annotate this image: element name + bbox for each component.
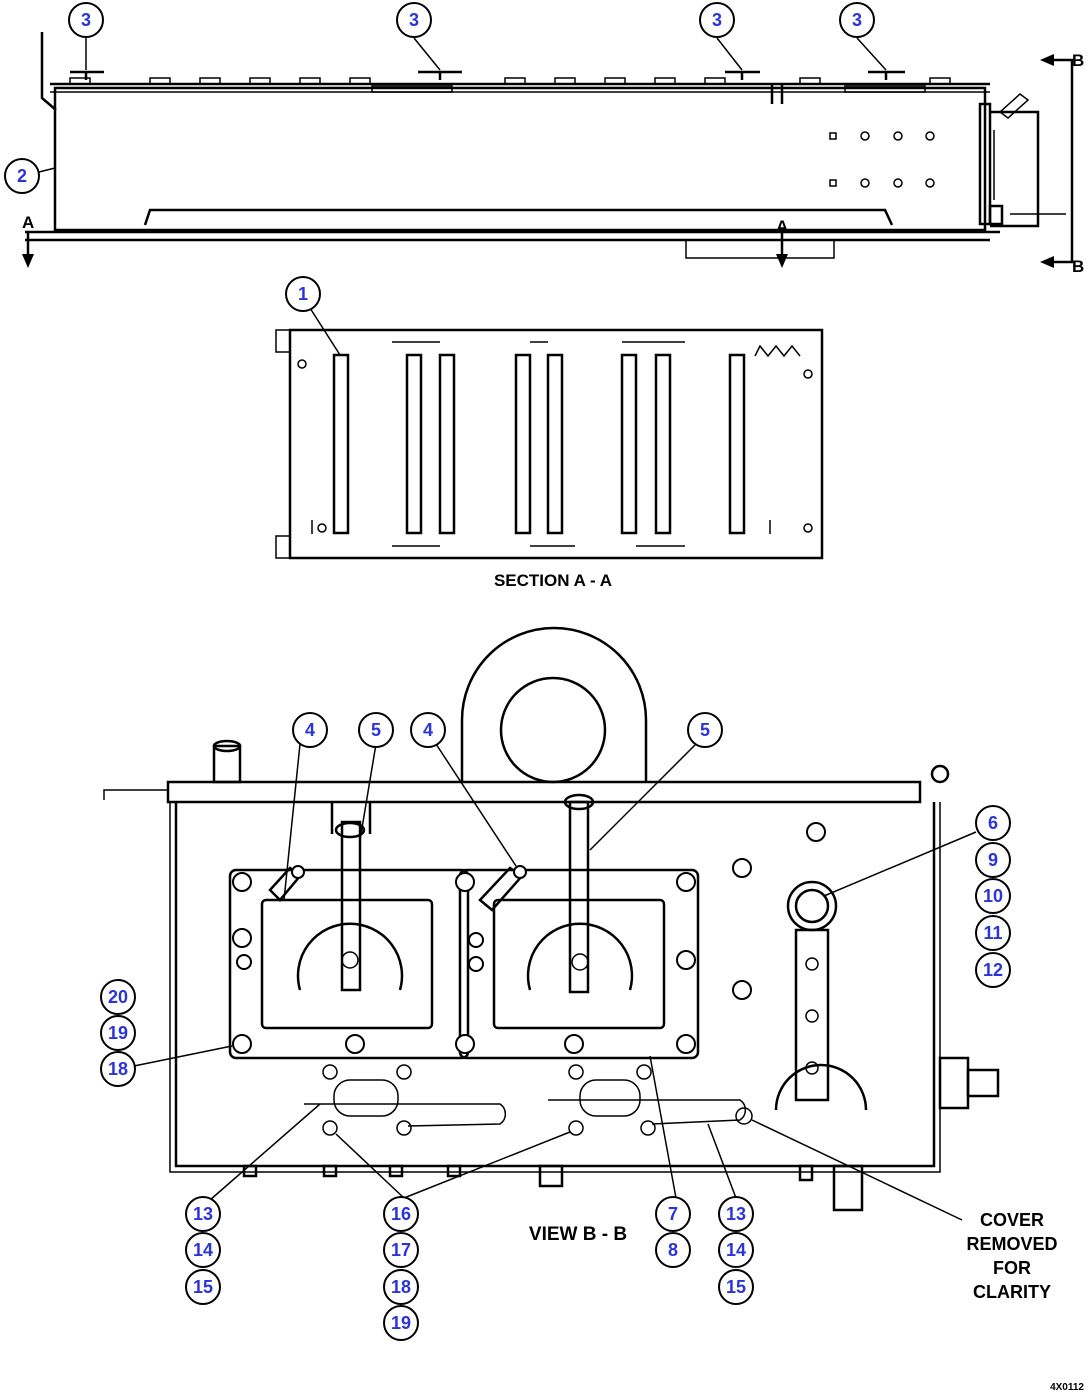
callouts: 3 3 3 3 2 1 4 5 4 5 6 9 10 11 12 20 19 1… bbox=[4, 2, 1011, 1341]
callout-7: 7 bbox=[655, 1196, 691, 1232]
section-a-a: SECTION A - A bbox=[275, 328, 824, 590]
callout-10: 10 bbox=[975, 878, 1011, 914]
svg-text:5: 5 bbox=[700, 720, 710, 740]
callout-2: 2 bbox=[4, 158, 40, 194]
view-b-b: VIEW B - B COVER REMOVED FOR CLARITY 4X0… bbox=[103, 626, 1084, 1393]
callout-8: 8 bbox=[655, 1232, 691, 1268]
callout-19: 19 bbox=[383, 1305, 419, 1341]
svg-text:20: 20 bbox=[108, 987, 128, 1007]
svg-text:14: 14 bbox=[726, 1240, 746, 1260]
view-b-b-title: VIEW B - B bbox=[529, 1224, 627, 1245]
section-marker-a-left: A bbox=[22, 213, 34, 232]
svg-text:6: 6 bbox=[988, 813, 998, 833]
callout-3: 3 bbox=[68, 2, 104, 38]
svg-text:11: 11 bbox=[983, 923, 1002, 943]
svg-text:19: 19 bbox=[108, 1023, 128, 1043]
svg-text:2: 2 bbox=[17, 166, 27, 186]
cover-note: COVER REMOVED FOR CLARITY bbox=[966, 1210, 1057, 1302]
figure-id: 4X0112 bbox=[1050, 1382, 1084, 1393]
svg-text:10: 10 bbox=[983, 886, 1003, 906]
callout-14: 14 bbox=[718, 1232, 754, 1268]
callout-13: 13 bbox=[185, 1196, 221, 1232]
callout-9: 9 bbox=[975, 842, 1011, 878]
section-a-a-title: SECTION A - A bbox=[494, 571, 612, 590]
svg-text:3: 3 bbox=[712, 10, 722, 30]
callout-18: 18 bbox=[100, 1051, 136, 1087]
cover-note-line: REMOVED bbox=[966, 1234, 1057, 1254]
svg-text:8: 8 bbox=[668, 1240, 678, 1260]
callout-5: 5 bbox=[358, 712, 394, 748]
svg-text:17: 17 bbox=[391, 1240, 411, 1260]
section-marker-b-bottom: B bbox=[1072, 257, 1084, 276]
callout-13: 13 bbox=[718, 1196, 754, 1232]
svg-text:3: 3 bbox=[852, 10, 862, 30]
svg-text:14: 14 bbox=[193, 1240, 213, 1260]
callout-5: 5 bbox=[687, 712, 723, 748]
callout-15: 15 bbox=[185, 1269, 221, 1305]
callout-12: 12 bbox=[975, 952, 1011, 988]
svg-text:15: 15 bbox=[193, 1277, 213, 1297]
svg-text:4: 4 bbox=[305, 720, 315, 740]
svg-text:1: 1 bbox=[298, 284, 308, 304]
callout-19: 19 bbox=[100, 1015, 136, 1051]
callout-3: 3 bbox=[396, 2, 432, 38]
svg-text:18: 18 bbox=[391, 1277, 411, 1297]
svg-text:3: 3 bbox=[409, 10, 419, 30]
cover-note-line: COVER bbox=[980, 1210, 1044, 1230]
svg-text:12: 12 bbox=[983, 960, 1003, 980]
callout-3: 3 bbox=[699, 2, 735, 38]
svg-text:7: 7 bbox=[668, 1204, 678, 1224]
callout-4: 4 bbox=[410, 712, 446, 748]
callout-20: 20 bbox=[100, 979, 136, 1015]
callout-6: 6 bbox=[975, 805, 1011, 841]
callout-1: 1 bbox=[285, 276, 321, 312]
callout-14: 14 bbox=[185, 1232, 221, 1268]
callout-15: 15 bbox=[718, 1269, 754, 1305]
svg-text:18: 18 bbox=[108, 1059, 128, 1079]
svg-text:13: 13 bbox=[193, 1204, 213, 1224]
callout-4: 4 bbox=[292, 712, 328, 748]
callout-3: 3 bbox=[839, 2, 875, 38]
svg-text:15: 15 bbox=[726, 1277, 746, 1297]
callout-17: 17 bbox=[383, 1232, 419, 1268]
svg-text:5: 5 bbox=[371, 720, 381, 740]
callout-16: 16 bbox=[383, 1196, 419, 1232]
svg-text:13: 13 bbox=[726, 1204, 746, 1224]
cover-note-line: FOR bbox=[993, 1258, 1031, 1278]
section-marker-a-right: A bbox=[776, 217, 788, 236]
svg-text:4: 4 bbox=[423, 720, 433, 740]
side-view: A A B B bbox=[22, 32, 1084, 276]
svg-text:16: 16 bbox=[391, 1204, 411, 1224]
callout-11: 11 bbox=[975, 915, 1011, 951]
svg-text:9: 9 bbox=[988, 850, 998, 870]
leader-lines bbox=[38, 37, 977, 1221]
svg-text:19: 19 bbox=[391, 1313, 411, 1333]
cover-note-line: CLARITY bbox=[973, 1282, 1051, 1302]
callout-18: 18 bbox=[383, 1269, 419, 1305]
svg-text:3: 3 bbox=[81, 10, 91, 30]
section-marker-b-top: B bbox=[1072, 51, 1084, 70]
